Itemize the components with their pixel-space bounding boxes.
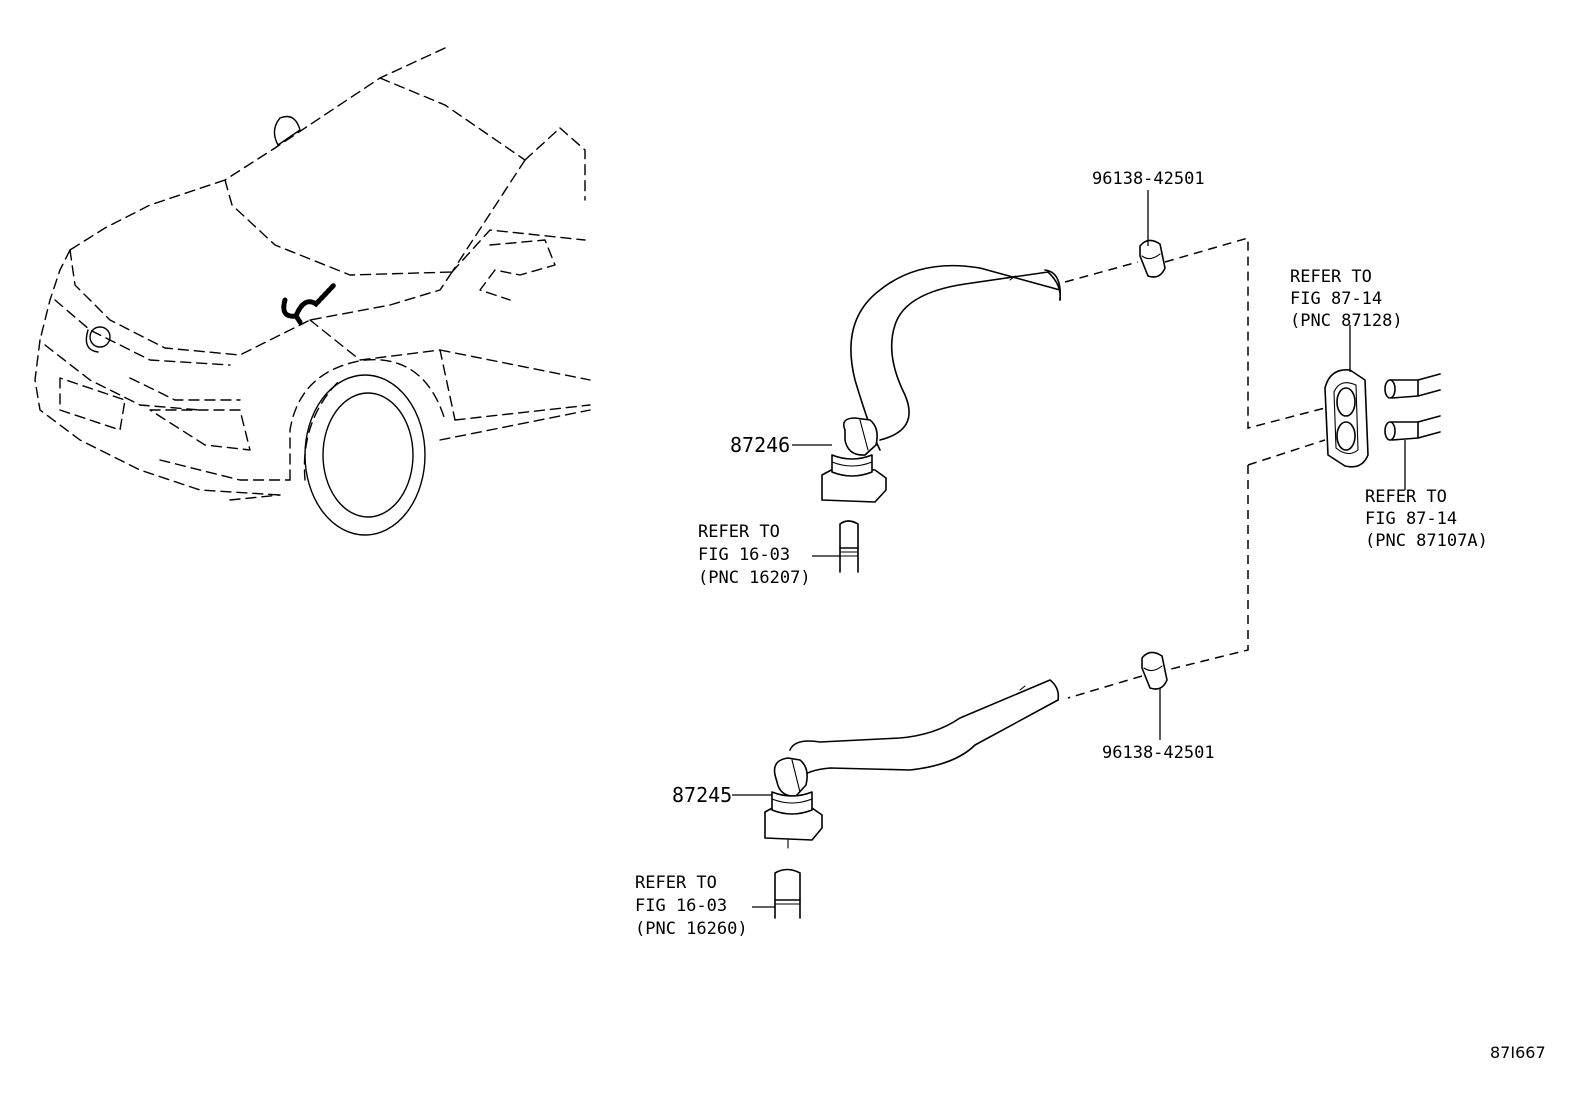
grommet xyxy=(1324,369,1369,468)
heater-pipes xyxy=(1384,373,1441,441)
hose-clamp-upper xyxy=(1139,239,1166,278)
heater-hose-upper xyxy=(821,264,1062,573)
hose-clamp-lower xyxy=(1141,651,1168,690)
ref-label-pnc-87128[interactable]: REFER TO FIG 87-14 (PNC 87128) xyxy=(1290,267,1403,331)
ref-label-pnc-16260[interactable]: REFER TO FIG 16-03 (PNC 16260) xyxy=(635,873,748,939)
ref-line: REFER TO xyxy=(1290,267,1372,287)
vehicle-illustration xyxy=(34,47,591,536)
figure-id: 87I667 xyxy=(1490,1043,1546,1062)
ref-line: (PNC 87128) xyxy=(1290,311,1403,331)
part-number-clamp-lower[interactable]: 96138-42501 xyxy=(1102,743,1215,763)
leader-lines xyxy=(732,190,1406,908)
ref-line: REFER TO xyxy=(1365,487,1447,507)
ref-line: REFER TO xyxy=(698,522,780,542)
assembly-lines xyxy=(1064,237,1326,699)
ref-line: REFER TO xyxy=(635,873,717,893)
ref-line: (PNC 87107A) xyxy=(1365,531,1488,551)
ref-line: FIG 87-14 xyxy=(1290,289,1382,309)
ref-line: FIG 16-03 xyxy=(635,896,727,916)
ref-line: FIG 16-03 xyxy=(698,545,790,565)
ref-label-pnc-87107a[interactable]: REFER TO FIG 87-14 (PNC 87107A) xyxy=(1365,487,1488,551)
ref-label-pnc-16207[interactable]: REFER TO FIG 16-03 (PNC 16207) xyxy=(698,522,811,588)
ref-line: (PNC 16207) xyxy=(698,568,811,588)
part-number-clamp-upper[interactable]: 96138-42501 xyxy=(1092,169,1205,189)
ref-line: (PNC 16260) xyxy=(635,919,748,939)
part-number-87246[interactable]: 87246 xyxy=(730,433,790,457)
heater-hose-lower xyxy=(764,679,1060,919)
ref-line: FIG 87-14 xyxy=(1365,509,1457,529)
part-number-87245[interactable]: 87245 xyxy=(672,783,732,807)
